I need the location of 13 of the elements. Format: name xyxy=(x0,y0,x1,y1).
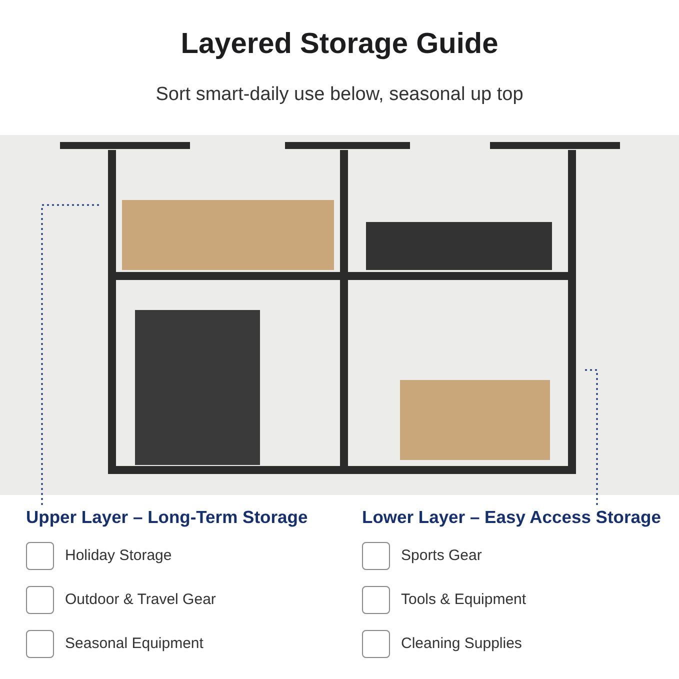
item-label: Tools & Equipment xyxy=(401,591,526,608)
subtitle: Sort smart-daily use below, seasonal up top xyxy=(154,84,524,106)
storage-rack-drawing xyxy=(0,135,679,495)
section-heading: Upper Layer – Long-Term Storage xyxy=(26,507,308,528)
leader-line xyxy=(41,204,100,505)
item-label: Outdoor & Travel Gear xyxy=(65,591,216,608)
item-label: Sports Gear xyxy=(401,547,482,564)
item-label: Holiday Storage xyxy=(65,547,172,564)
item-label: Seasonal Equipment xyxy=(65,635,204,652)
leader-line xyxy=(582,369,598,505)
section-heading: Lower Layer – Easy Access Storage xyxy=(362,507,661,528)
title: Layered Storage Guide xyxy=(180,28,500,61)
item-label: Cleaning Supplies xyxy=(401,635,522,652)
